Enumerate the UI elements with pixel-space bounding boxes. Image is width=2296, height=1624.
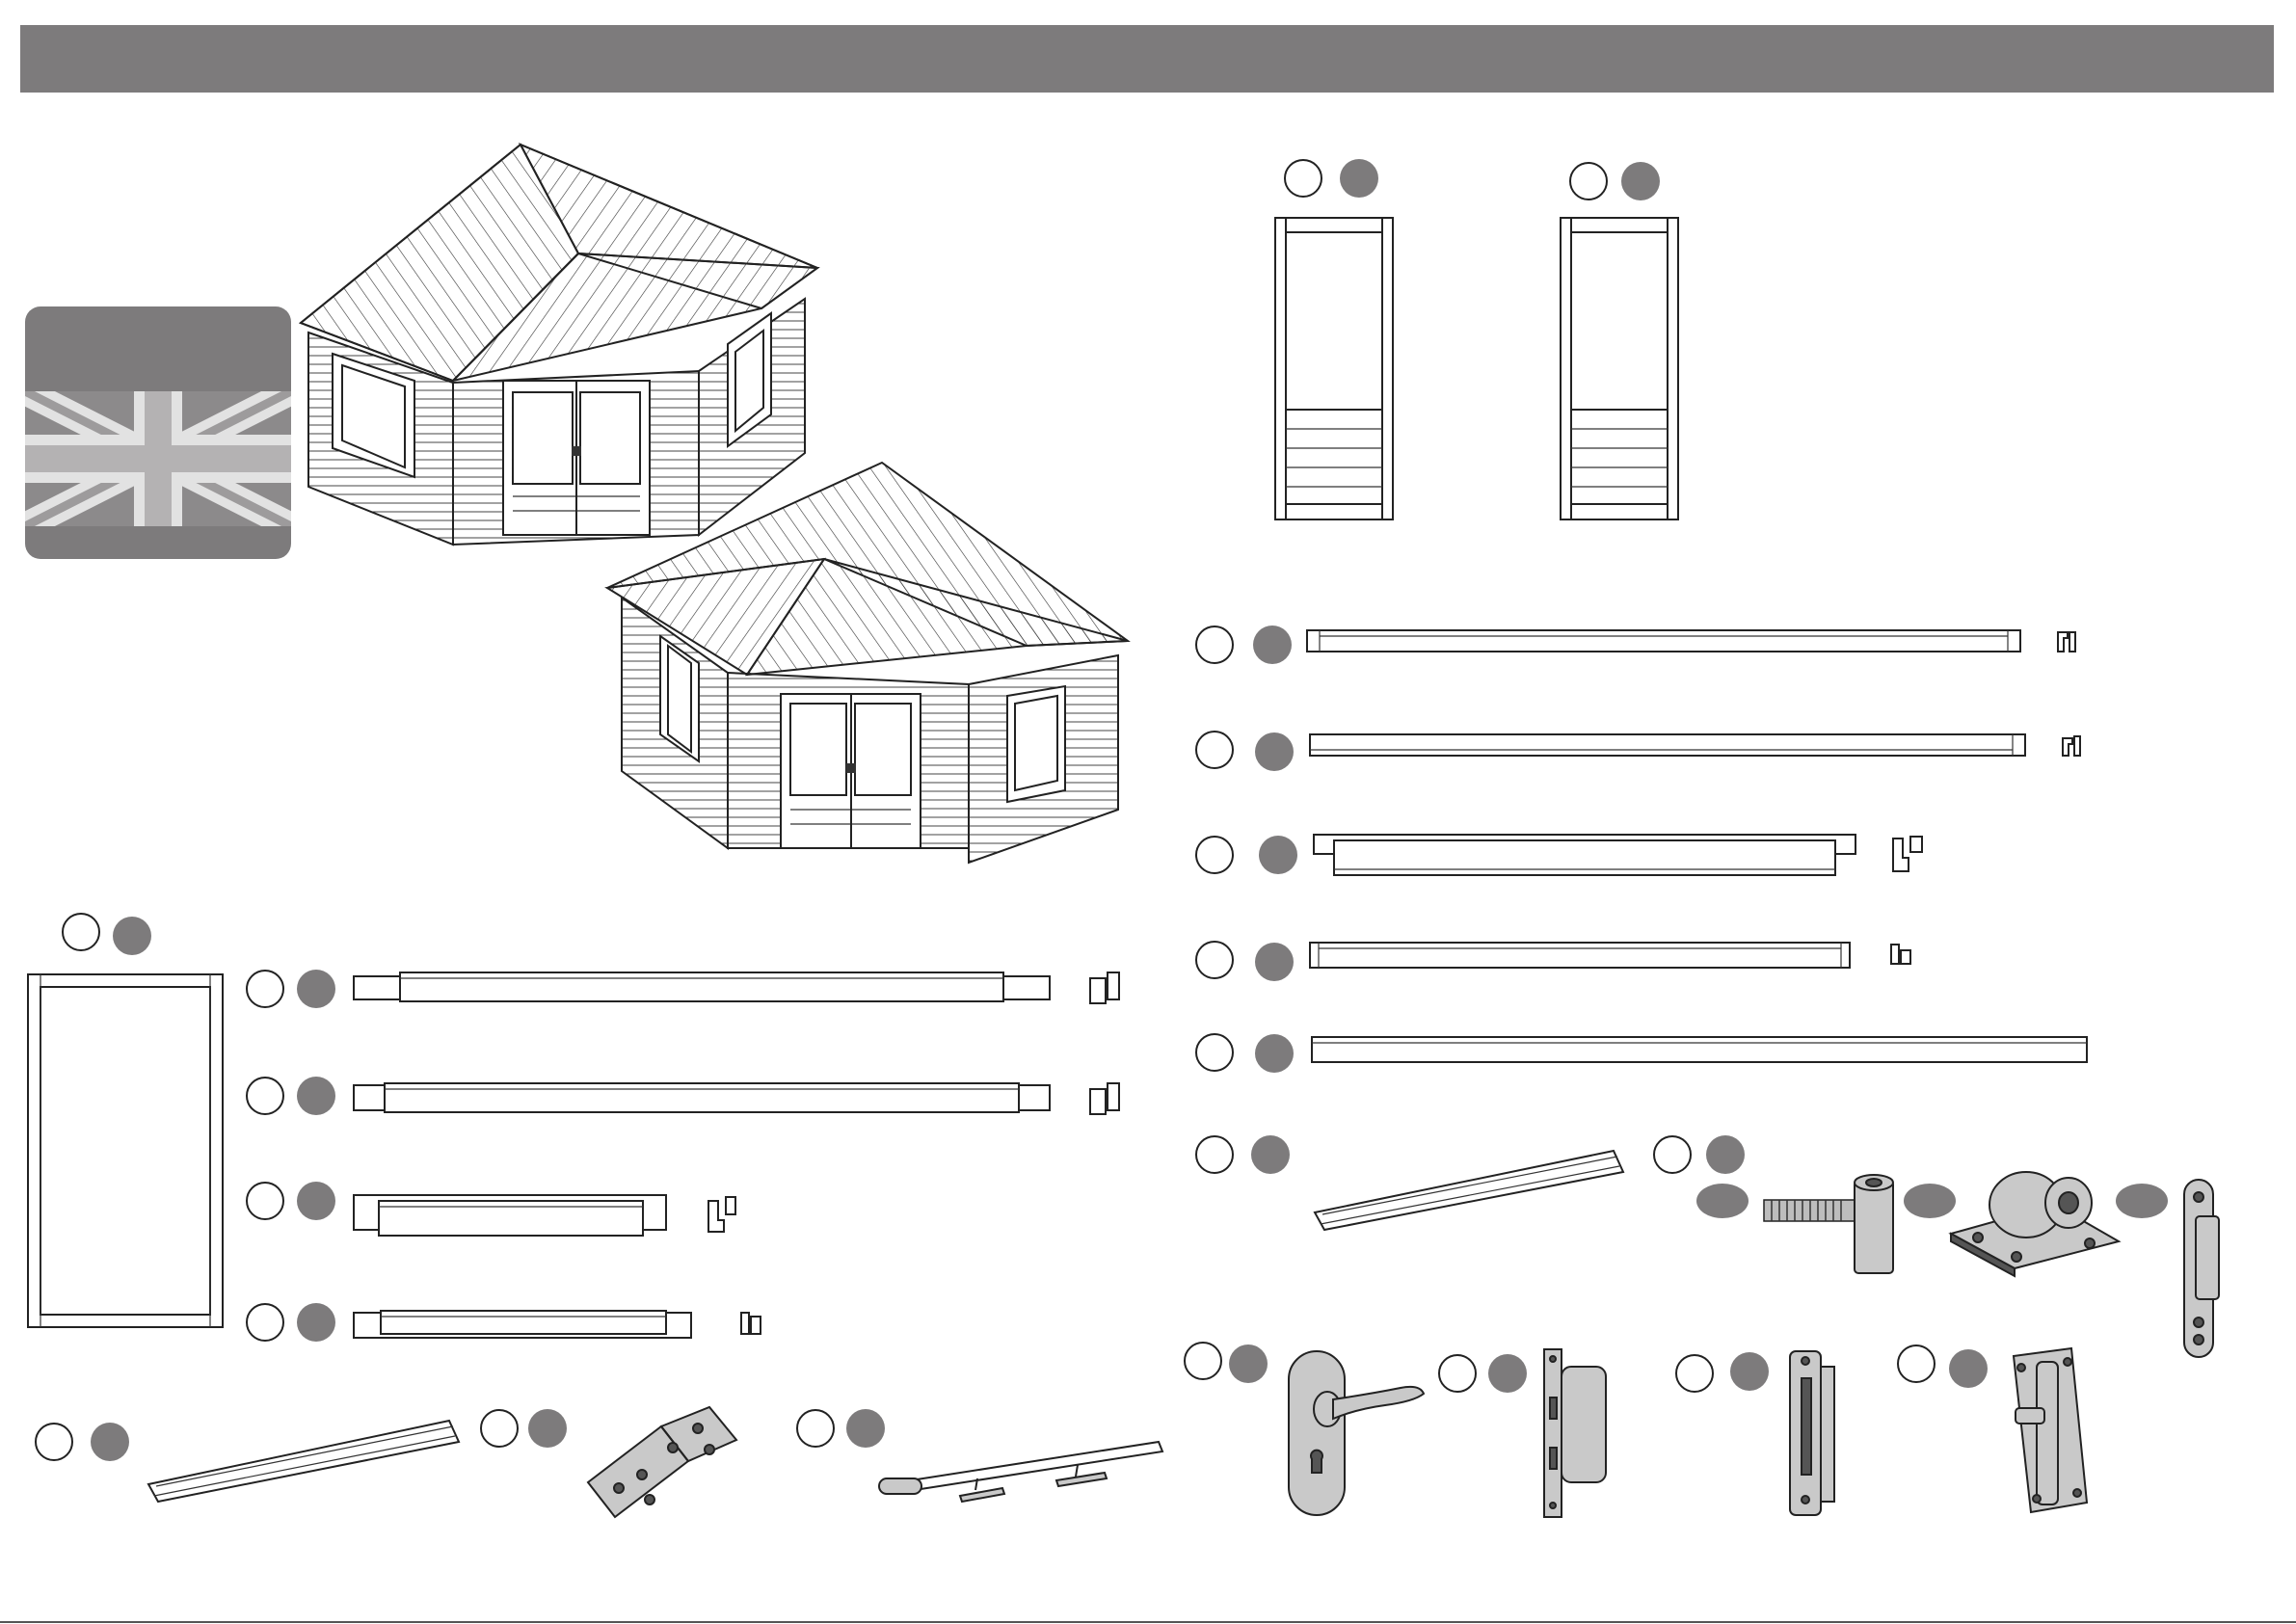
corner-log-cabin-rear: [602, 463, 1142, 867]
door-handle: [1287, 1349, 1431, 1518]
part-marker-filled: [528, 1409, 567, 1448]
part-marker-filled: [1904, 1184, 1956, 1218]
part-marker-outline: [1284, 159, 1322, 198]
part-marker-filled: [1488, 1354, 1527, 1393]
part-marker-outline: [1195, 1033, 1234, 1072]
part-marker-filled: [2116, 1184, 2168, 1218]
long-profile-4: [1309, 941, 1926, 970]
header-bar: [20, 25, 2274, 93]
part-marker-filled: [1251, 1135, 1290, 1174]
window-frame-side: [352, 1309, 776, 1342]
part-marker-filled: [1253, 626, 1292, 664]
part-marker-filled: [113, 917, 151, 955]
part-marker-filled: [297, 1077, 335, 1115]
casement-stay: [877, 1436, 1166, 1513]
part-marker-filled: [1621, 162, 1660, 200]
part-marker-outline: [246, 1182, 284, 1220]
part-marker-filled: [1706, 1135, 1745, 1174]
hinge-strap: [2176, 1178, 2234, 1361]
part-marker-filled: [1255, 732, 1294, 771]
strike-plate: [1788, 1349, 1841, 1518]
glazing-bead: [1313, 1147, 1626, 1234]
long-profile-3: [1313, 833, 1930, 881]
part-marker-outline: [480, 1409, 519, 1448]
part-marker-filled: [1949, 1349, 1988, 1388]
mortice-lock: [1542, 1347, 1610, 1521]
part-marker-outline: [246, 1077, 284, 1115]
hinge-plate: [1949, 1166, 2122, 1272]
part-marker-filled: [1259, 836, 1297, 874]
part-marker-filled: [1229, 1344, 1268, 1383]
part-marker-outline: [62, 913, 100, 951]
long-profile-2: [1309, 731, 2090, 759]
part-marker-filled: [1255, 1034, 1294, 1073]
part-marker-outline: [35, 1423, 73, 1461]
part-marker-outline: [1569, 162, 1608, 200]
page-bottom-rule: [0, 1621, 2296, 1623]
part-marker-outline: [1184, 1342, 1222, 1380]
tower-bolt: [2010, 1344, 2092, 1518]
part-marker-outline: [1195, 626, 1234, 664]
part-marker-outline: [1195, 836, 1234, 874]
butt-hinge: [584, 1405, 738, 1526]
part-marker-outline: [1653, 1135, 1692, 1174]
part-marker-filled: [297, 970, 335, 1008]
part-marker-outline: [246, 970, 284, 1008]
part-marker-outline: [1195, 1135, 1234, 1174]
part-marker-filled: [1255, 943, 1294, 981]
part-marker-filled: [1340, 159, 1378, 198]
part-marker-outline: [796, 1409, 835, 1448]
door-frame-side: [352, 1079, 1133, 1118]
language-flag-card: [25, 306, 291, 559]
part-marker-filled: [297, 1182, 335, 1220]
part-marker-outline: [1675, 1354, 1714, 1393]
part-marker-outline: [1438, 1354, 1477, 1393]
part-marker-outline: [1195, 731, 1234, 769]
window-frame: [27, 973, 225, 1328]
part-marker-filled: [297, 1303, 335, 1342]
door-panel-right: [1560, 217, 1679, 520]
door-frame-top: [352, 969, 1133, 1007]
long-profile-1: [1306, 626, 2087, 655]
part-marker-filled: [1730, 1352, 1769, 1391]
part-marker-filled: [91, 1423, 129, 1461]
flat-strip: [1311, 1035, 2092, 1064]
window-frame-top: [352, 1193, 757, 1241]
part-marker-outline: [1897, 1344, 1936, 1383]
uk-flag-icon: [25, 391, 291, 526]
door-panel-left: [1274, 217, 1394, 520]
part-marker-filled: [1696, 1184, 1749, 1218]
part-marker-outline: [1195, 941, 1234, 979]
hinge-pin: [1762, 1171, 1907, 1277]
part-marker-outline: [246, 1303, 284, 1342]
glazing-bead-small: [147, 1417, 465, 1504]
